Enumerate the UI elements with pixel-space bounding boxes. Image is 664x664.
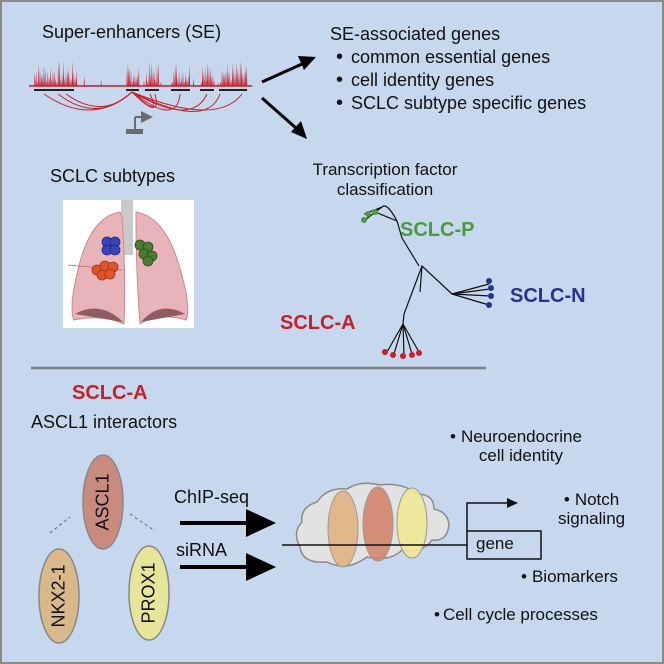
sclc-p-cells <box>134 239 158 267</box>
sclc-subtypes-title: SCLC subtypes <box>50 166 176 186</box>
se-signal-track <box>29 60 253 134</box>
sclc-p-leaves <box>361 209 378 223</box>
tf-classification-tree <box>363 205 492 356</box>
sclc-a-label: SCLC-A <box>280 312 356 334</box>
se-gene-item: common essential genes <box>336 46 586 69</box>
gene-label: gene <box>476 534 514 553</box>
chip-seq-label: ChIP-seq <box>174 487 250 507</box>
ascl1-label: ASCL1 <box>92 473 113 531</box>
se-gene-item: SCLC subtype specific genes <box>336 92 586 115</box>
outcome-cell-cycle: •Cell cycle processes <box>434 605 598 624</box>
nkx21-label: NKX2-1 <box>48 564 69 628</box>
se-gene-item: cell identity genes <box>336 69 586 92</box>
method-arrows <box>180 509 276 581</box>
se-genes-title: SE-associated genes <box>330 24 501 44</box>
lungs-illustration <box>63 200 194 328</box>
tss-arrow <box>466 502 512 532</box>
ascl1-ellipse <box>82 454 124 550</box>
transcription-complex <box>282 482 542 568</box>
bottom-title: SCLC-A <box>72 382 148 404</box>
gene-box <box>466 530 542 560</box>
factor-ellipses <box>38 454 170 644</box>
tf-classification-title: Transcription factor classification <box>285 160 485 200</box>
prox1-label: PROX1 <box>138 562 159 624</box>
prox1-ellipse <box>128 545 170 641</box>
se-arrows <box>261 56 316 139</box>
tf-title-line1: Transcription factor <box>312 160 458 179</box>
sclc-a-cells <box>91 260 119 281</box>
sirna-label: siRNA <box>176 540 228 560</box>
sclc-n-cells <box>101 236 121 256</box>
sclc-a-leaves <box>382 349 422 359</box>
promoter-icon <box>126 111 153 134</box>
sclc-p-label: SCLC-P <box>400 219 475 241</box>
sclc-n-leaves <box>486 278 494 308</box>
outcome-neuroendocrine: •Neuroendocrine cell identity <box>450 427 582 465</box>
sclc-n-label: SCLC-N <box>510 285 586 307</box>
bottom-subtitle: ASCL1 interactors <box>31 412 178 432</box>
super-enhancers-title: Super-enhancers (SE) <box>42 22 222 42</box>
tf-title-line2: classification <box>336 180 434 199</box>
nkx21-ellipse <box>38 548 80 644</box>
se-genes-list: common essential genes cell identity gen… <box>336 46 586 115</box>
outcome-biomarkers: •Biomarkers <box>521 567 618 586</box>
outcome-notch: •Notch signaling <box>558 490 626 528</box>
